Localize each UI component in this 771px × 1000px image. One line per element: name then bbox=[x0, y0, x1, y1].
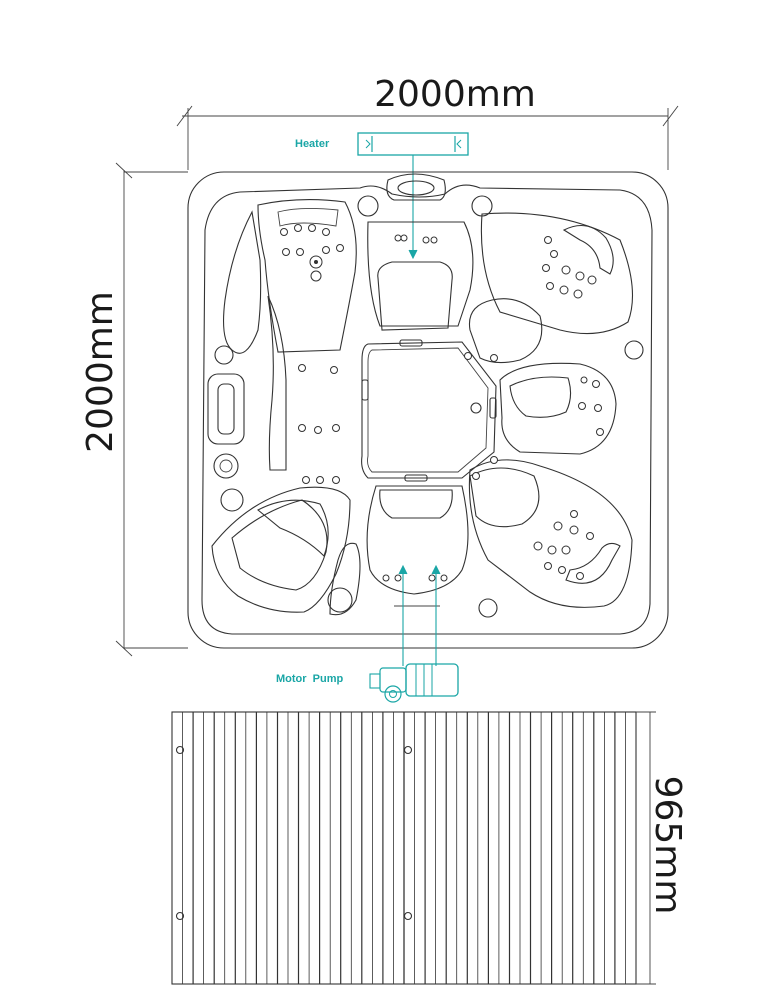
heater-label: Heater bbox=[295, 138, 330, 150]
step-side-view bbox=[171, 711, 637, 985]
height-label: 2000mm bbox=[80, 291, 121, 453]
motor-pump-label: Motor Pump bbox=[276, 673, 343, 685]
width-dimension: 2000mm bbox=[176, 74, 679, 170]
motor-pump-component: Motor Pump bbox=[276, 564, 459, 703]
height-dimension: 2000mm bbox=[80, 162, 188, 657]
jets bbox=[280, 224, 604, 582]
width-label: 2000mm bbox=[374, 74, 536, 115]
step-slats bbox=[182, 712, 626, 984]
heater-component: Heater bbox=[295, 132, 469, 260]
step-depth-label: 965mm bbox=[647, 776, 688, 915]
hot-tub-top-view bbox=[187, 171, 669, 649]
step-depth-dimension: 965mm bbox=[636, 711, 688, 985]
